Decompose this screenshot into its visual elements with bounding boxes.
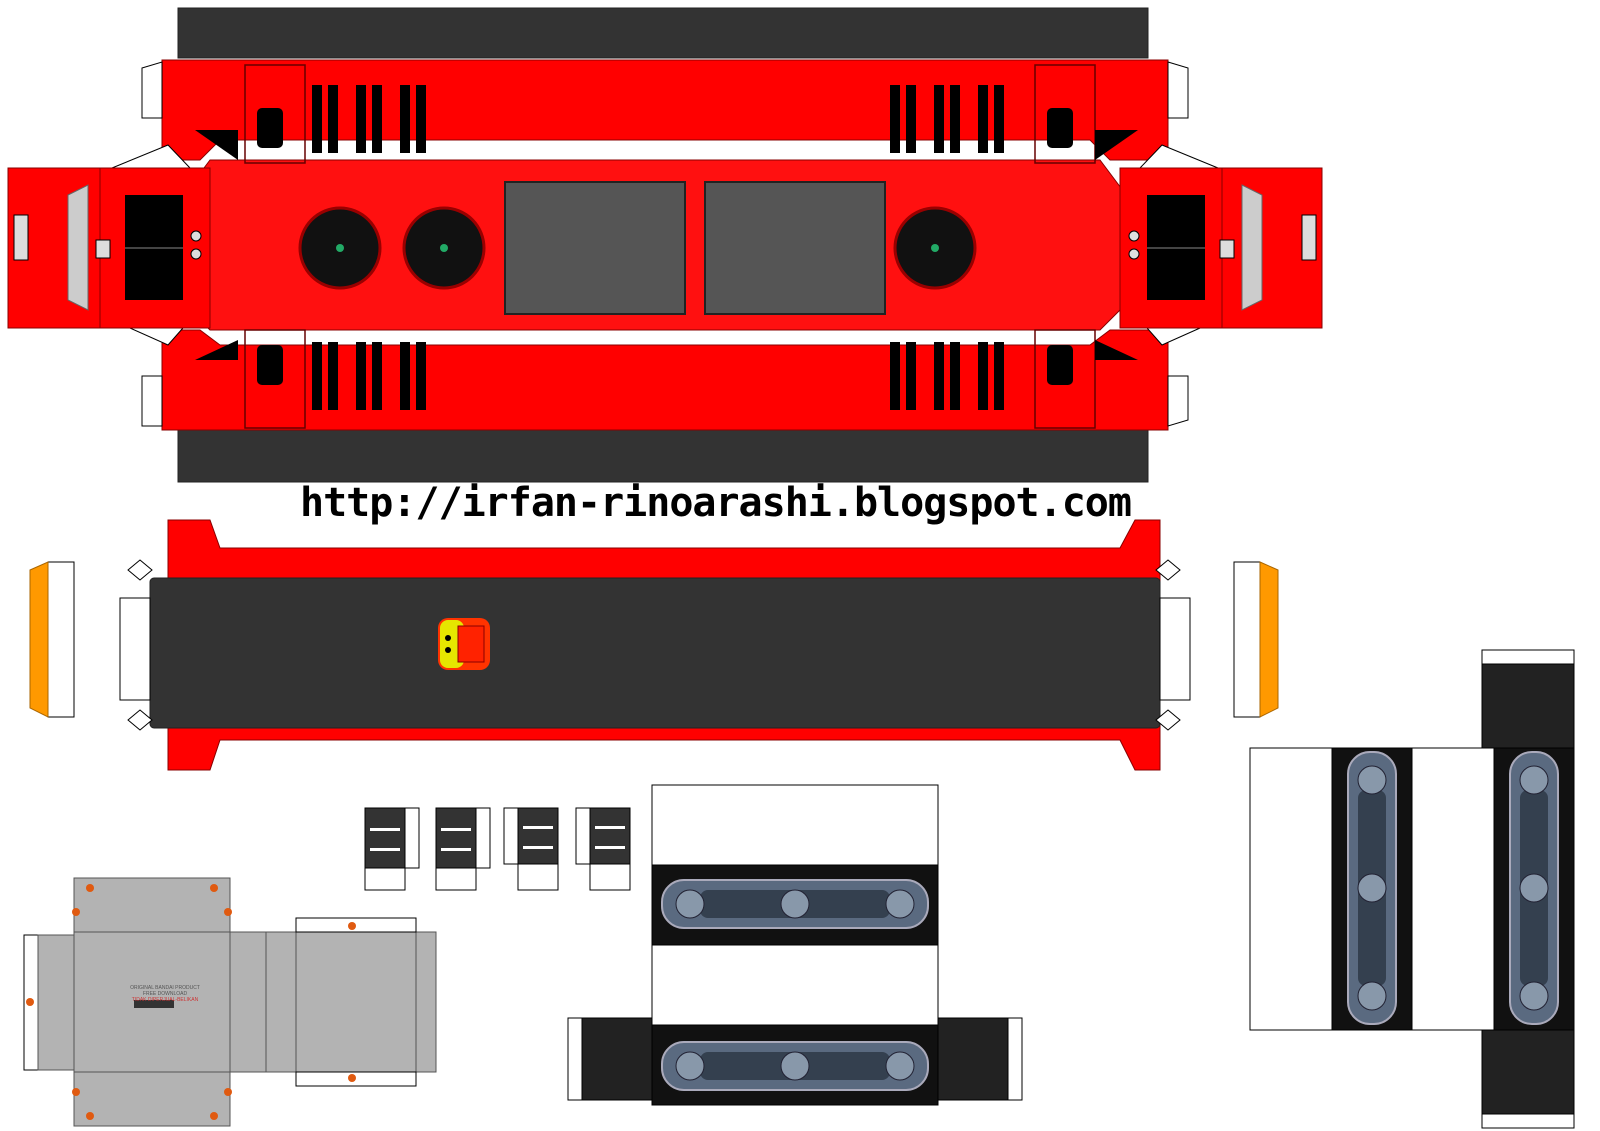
bogie-icon (1347, 751, 1397, 1025)
box-label-line-1: ORIGINAL BANDAI PRODUCT (130, 985, 200, 991)
cab-front-right (1119, 167, 1323, 329)
headlight-icon (13, 214, 202, 261)
amber-bumper-right (1233, 561, 1279, 718)
amber-bumper-left (29, 561, 75, 718)
grille-upper-left (312, 85, 426, 153)
box-label: ORIGINAL BANDAI PRODUCT FREE DOWNLOAD TI… (100, 985, 230, 1003)
blog-url: http://irfan-rinoarashi.blogspot.com (300, 480, 1132, 526)
bogie-icon (661, 879, 929, 929)
top-body-shell (7, 7, 1323, 483)
box-label-line-2: FREE DOWNLOAD (142, 991, 188, 997)
grille-lower-left (312, 342, 426, 410)
logo-icon (438, 618, 490, 670)
bogie-net-center (567, 784, 1023, 1106)
box-label-line-3: TIDAK DIPERJUAL-BELIKAN (131, 997, 199, 1003)
roof-panel-right (704, 181, 886, 315)
headlight-icon (1128, 214, 1317, 261)
underframe (29, 519, 1279, 771)
bogie-icon (1509, 751, 1559, 1025)
bogie-icon (661, 1041, 929, 1091)
fan-icon (298, 206, 977, 290)
bogie-net-right (1249, 649, 1575, 1129)
small-parts (364, 807, 631, 891)
cab-front-left (7, 167, 211, 329)
roof-panel-left (504, 181, 686, 315)
gray-box-net (23, 877, 437, 1127)
grille-lower-right (890, 342, 1004, 410)
grille-upper-right (890, 85, 1004, 153)
